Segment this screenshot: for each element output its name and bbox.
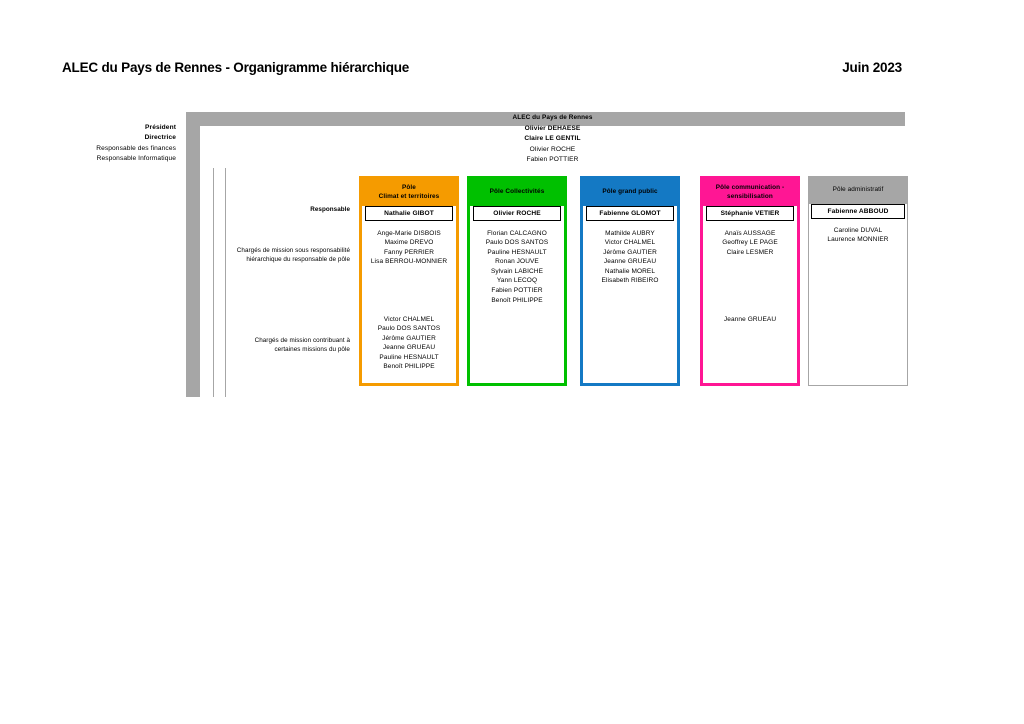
pole-body-collectivites: Florian CALCAGNO Paulo DOS SANTOS Paulin… (473, 223, 561, 383)
pole-header-line1: Pôle Collectivités (489, 188, 545, 196)
pole-header-line1: Pôle (402, 183, 416, 191)
pole-responsable-collectivites: Olivier ROCHE (473, 206, 561, 221)
pole-responsable-climat: Nathalie GIBOT (365, 206, 453, 221)
pole-body-grand-public: Mathilde AUBRY Victor CHALMEL Jérôme GAU… (586, 223, 674, 383)
pole-header-line1: Pôle communication - (715, 183, 785, 191)
pole-header-line2: sensibilisation (727, 192, 773, 200)
member-name: Elisabeth RIBEIRO (601, 277, 659, 285)
direction-name: Fabien POTTIER (526, 155, 579, 163)
member-name: Jérôme GAUTIER (382, 334, 436, 342)
member-name: Lisa BERROU-MONNIER (370, 258, 448, 266)
row-label-responsable: Responsable (310, 206, 350, 213)
pole-body-communication: Anaïs AUSSAGE Geoffrey LE PAGE Claire LE… (706, 223, 794, 383)
member-name: Caroline DUVAL (833, 226, 883, 234)
member-name: Benoît PHILIPPE (491, 296, 543, 304)
member-name: Laurence MONNIER (827, 236, 889, 244)
direction-name: Olivier DEHAESE (524, 125, 581, 132)
member-name: Claire LESMER (726, 248, 774, 256)
direction-name: Olivier ROCHE (529, 145, 576, 153)
pole-hierarchique-list-communication: Anaïs AUSSAGE Geoffrey LE PAGE Claire LE… (706, 224, 794, 310)
member-name: Geoffrey LE PAGE (722, 239, 778, 247)
role-label-president: Président (145, 124, 176, 131)
member-name: Benoît PHILIPPE (383, 363, 435, 371)
role-label-informatique: Responsable Informatique (96, 154, 176, 162)
pole-contributeur-list-climat: Victor CHALMEL Paulo DOS SANTOS Jérôme G… (365, 310, 453, 373)
member-name: Ronan JOUVE (495, 258, 539, 266)
pole-column-collectivites[interactable]: Pôle Collectivités Olivier ROCHE Florian… (467, 176, 567, 386)
document-date: Juin 2023 (842, 60, 902, 75)
pole-responsable-communication: Stéphanie VETIER (706, 206, 794, 221)
pole-hierarchique-list-grand-public: Mathilde AUBRY Victor CHALMEL Jérôme GAU… (586, 224, 674, 287)
member-name: Mathilde AUBRY (605, 229, 655, 237)
page-title: ALEC du Pays de Rennes - Organigramme hi… (62, 60, 410, 75)
pole-header-line1: Pôle grand public (602, 188, 658, 196)
role-label-finances: Responsable des finances (96, 144, 176, 152)
pole-hierarchique-list-collectivites: Florian CALCAGNO Paulo DOS SANTOS Paulin… (473, 224, 561, 306)
connector-line-2 (225, 168, 226, 397)
pole-column-grand-public[interactable]: Pôle grand public Fabienne GLOMOT Mathil… (580, 176, 680, 386)
pole-hierarchique-list-administratif: Caroline DUVAL Laurence MONNIER (811, 221, 905, 245)
member-name: Florian CALCAGNO (487, 229, 547, 237)
member-name: Ange-Marie DISBOIS (377, 229, 441, 237)
member-name: Nathalie MOREL (604, 267, 656, 275)
member-name: Victor CHALMEL (604, 239, 656, 247)
pole-header-line2: Climat et territoires (378, 192, 440, 200)
member-name: Fabien POTTIER (491, 287, 543, 295)
pole-header-communication: Pôle communication - sensibilisation (703, 179, 797, 206)
member-name: Pauline HESNAULT (379, 353, 439, 361)
member-name: Jeanne GRUEAU (723, 315, 777, 323)
pole-body-administratif: Caroline DUVAL Laurence MONNIER (811, 220, 905, 385)
member-name: Anaïs AUSSAGE (724, 229, 776, 237)
direction-names-list: Olivier DEHAESE Claire LE GENTIL Olivier… (200, 124, 905, 165)
role-label-directrice: Directrice (144, 134, 176, 142)
member-name: Paulo DOS SANTOS (377, 325, 441, 333)
member-name: Paulo DOS SANTOS (485, 239, 549, 247)
title-row: ALEC du Pays de Rennes - Organigramme hi… (62, 60, 902, 75)
organization-banner: ALEC du Pays de Rennes (200, 112, 905, 123)
member-name: Maxime DREVO (384, 239, 434, 247)
member-name: Victor CHALMEL (383, 315, 435, 323)
member-name: Jérôme GAUTIER (603, 248, 657, 256)
pole-column-communication-sensibilisation[interactable]: Pôle communication - sensibilisation Sté… (700, 176, 800, 386)
pole-hierarchique-list-climat: Ange-Marie DISBOIS Maxime DREVO Fanny PE… (365, 224, 453, 310)
pole-responsable-administratif: Fabienne ABBOUD (811, 204, 905, 219)
pole-header-grand-public: Pôle grand public (583, 179, 677, 206)
member-name: Jeanne GRUEAU (603, 258, 657, 266)
pole-body-climat: Ange-Marie DISBOIS Maxime DREVO Fanny PE… (365, 223, 453, 383)
frame-left-bar (186, 112, 200, 397)
direction-name: Claire LE GENTIL (524, 135, 581, 143)
member-name: Pauline HESNAULT (487, 248, 547, 256)
pole-header-collectivites: Pôle Collectivités (470, 179, 564, 206)
row-label-hierarchique: Chargés de mission sous responsabilité h… (236, 247, 350, 264)
pole-contributeur-list-communication: Jeanne GRUEAU (706, 310, 794, 325)
pole-column-administratif[interactable]: Pôle administratif Fabienne ABBOUD Carol… (808, 176, 908, 386)
member-name: Jeanne GRUEAU (382, 344, 436, 352)
member-name: Yann LECOQ (496, 277, 538, 285)
connector-line-1 (213, 168, 214, 397)
pole-column-climat-et-territoires[interactable]: Pôle Climat et territoires Nathalie GIBO… (359, 176, 459, 386)
pole-header-line1: Pôle administratif (832, 186, 884, 194)
direction-role-labels: Président Directrice Responsable des fin… (20, 123, 176, 164)
organization-banner-label: ALEC du Pays de Rennes (512, 114, 593, 121)
pole-header-administratif: Pôle administratif (809, 177, 907, 204)
pole-header-climat: Pôle Climat et territoires (362, 179, 456, 206)
pole-responsable-grand-public: Fabienne GLOMOT (586, 206, 674, 221)
member-name: Fanny PERRIER (383, 248, 435, 256)
row-label-contributeur: Chargés de mission contribuant à certain… (254, 337, 350, 354)
member-name: Sylvain LABICHE (490, 267, 544, 275)
